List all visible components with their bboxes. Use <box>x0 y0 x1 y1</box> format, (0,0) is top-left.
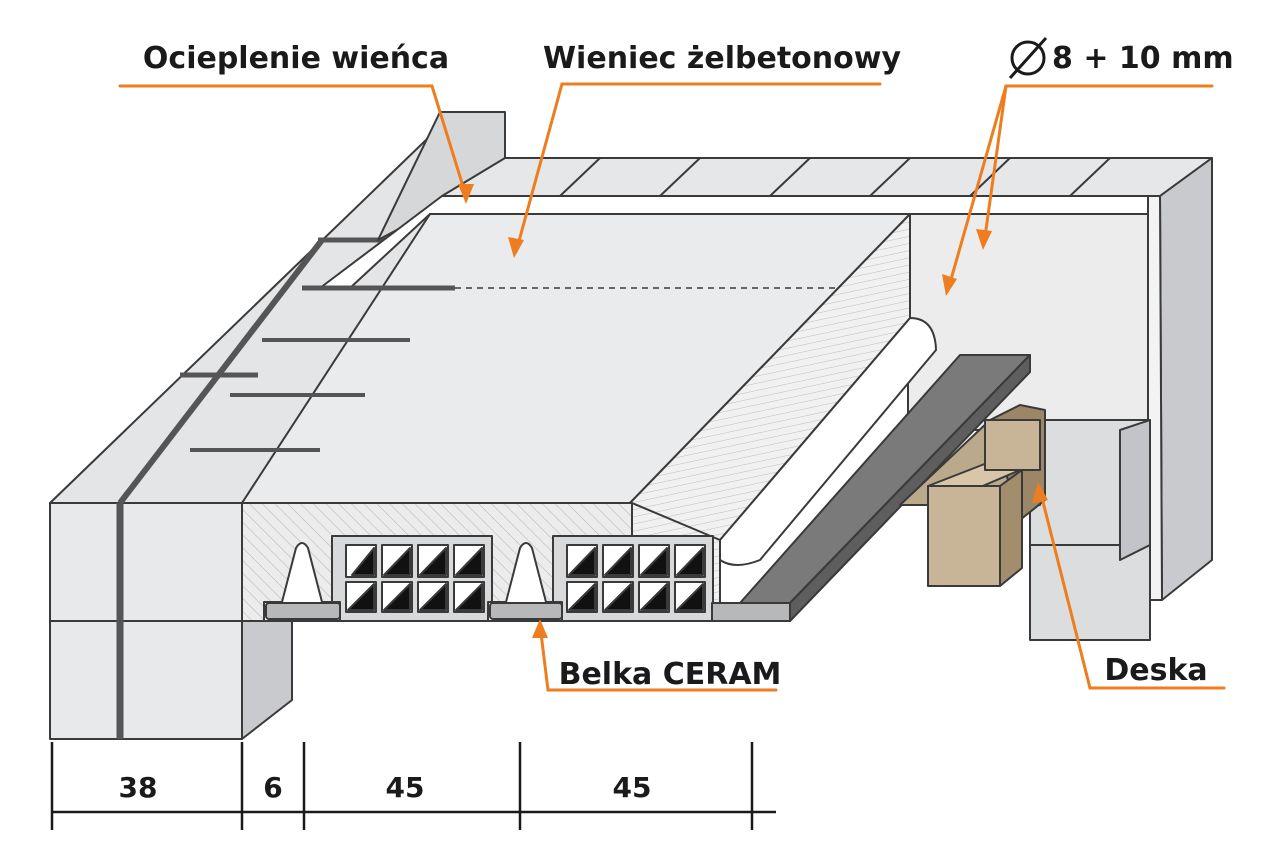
wood-board <box>899 404 1046 587</box>
dimension-38: 38 <box>119 771 158 804</box>
dimension-45-a: 45 <box>386 771 425 804</box>
dimension-6: 6 <box>263 771 282 804</box>
diameter-icon <box>1008 36 1048 80</box>
callout-lines <box>118 82 1226 692</box>
ceramic-block-1 <box>331 535 493 622</box>
dimension-lines <box>50 742 776 830</box>
label-ocieplenie-wienca: Ocieplenie wieńca <box>143 41 449 76</box>
label-rebar-diameter: 8 + 10 mm <box>1052 41 1234 76</box>
edge-ceram-beam <box>711 354 1031 622</box>
outer-wall-left <box>49 111 506 740</box>
label-deska: Deska <box>1104 653 1207 688</box>
ceramic-block-2 <box>552 535 714 622</box>
label-belka-ceram: Belka CERAM <box>559 657 782 692</box>
dimension-45-b: 45 <box>613 771 652 804</box>
callout-arrowheads <box>458 184 1048 638</box>
label-wieniec-zelbetonowy: Wieniec żelbetonowy <box>543 41 901 76</box>
edge-beam-round <box>719 317 937 566</box>
